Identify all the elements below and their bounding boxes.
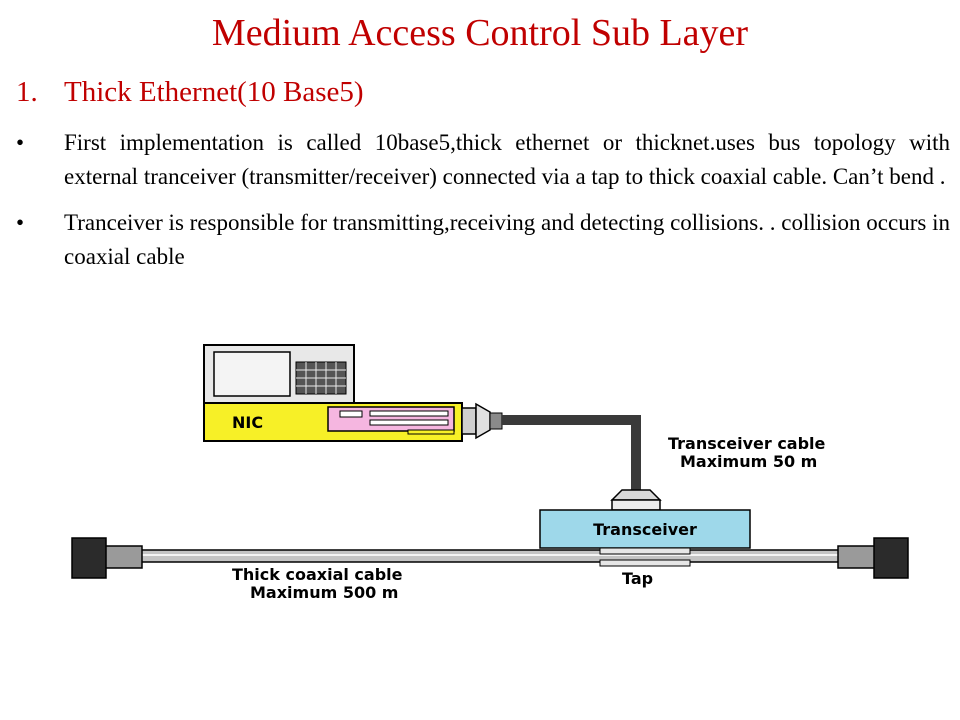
transceiver-cable-label: Transceiver cable	[668, 434, 826, 453]
coax-cable-label: Thick coaxial cable	[232, 565, 403, 584]
section-heading: 1. Thick Ethernet(10 Base5)	[16, 74, 364, 110]
thick-ethernet-diagram: NIC Transceiver cable Maximum 50 m Trans…	[71, 344, 909, 602]
section-number: 1.	[16, 76, 38, 108]
transceiver-cable	[502, 415, 641, 492]
transceiver-cable-length: Maximum 50 m	[680, 452, 817, 471]
bullet-text: First implementation is called 10base5,t…	[64, 130, 950, 189]
bullet-item: • First implementation is called 10base5…	[16, 126, 950, 194]
bullet-dot: •	[16, 130, 25, 155]
tap-clamp	[599, 547, 691, 567]
bullet-dot: •	[16, 210, 25, 235]
bullet-list: • First implementation is called 10base5…	[16, 126, 950, 286]
right-terminator	[873, 537, 909, 579]
thick-coaxial-cable	[71, 537, 909, 579]
left-terminator	[71, 537, 107, 579]
slide-title: Medium Access Control Sub Layer	[211, 12, 749, 54]
transceiver-box	[539, 509, 751, 549]
bullet-text: Tranceiver is responsible for transmitti…	[64, 210, 950, 269]
coax-cable-length: Maximum 500 m	[250, 583, 398, 602]
transceiver-connector	[610, 489, 662, 511]
bullet-item: • Tranceiver is responsible for transmit…	[16, 206, 950, 274]
section-title: Thick Ethernet(10 Base5)	[64, 76, 364, 108]
nic-card: NIC	[203, 402, 503, 442]
computer-monitor-icon	[203, 344, 355, 404]
nic-label: NIC	[232, 413, 263, 432]
transceiver-label: Transceiver	[593, 520, 697, 539]
tap-label: Tap	[622, 569, 653, 588]
